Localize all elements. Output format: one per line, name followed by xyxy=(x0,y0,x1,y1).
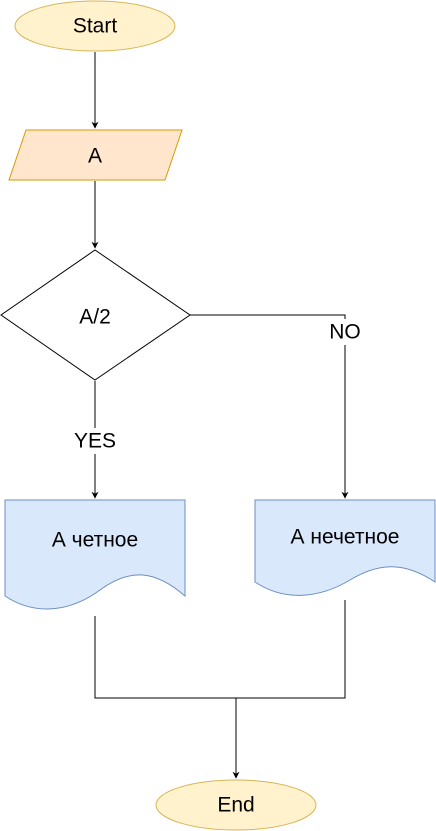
even-node: А четное xyxy=(4,499,186,610)
input-shape xyxy=(8,129,183,181)
start-shape xyxy=(14,0,176,52)
decision-node: A/2 xyxy=(0,249,191,381)
decision-shape xyxy=(0,249,191,381)
odd-label: А нечетное xyxy=(291,526,400,549)
no-label-group: NO xyxy=(325,319,365,345)
start-node: Start xyxy=(14,0,176,52)
no-label-background xyxy=(325,319,365,345)
decision-label: A/2 xyxy=(79,306,111,329)
input-node: A xyxy=(8,129,183,181)
no-label: NO xyxy=(329,321,361,344)
end-shape xyxy=(155,779,317,831)
yes-label-group: YES xyxy=(68,428,122,454)
edge-even-to-end xyxy=(94,616,240,779)
edge-odd-to-merge xyxy=(236,600,346,699)
even-label: А четное xyxy=(52,529,138,552)
odd-node: А нечетное xyxy=(254,499,436,596)
yes-label: YES xyxy=(74,430,116,453)
end-node: End xyxy=(155,779,317,831)
edge-decision-to-odd xyxy=(190,314,349,499)
even-shape xyxy=(4,499,186,610)
start-label: Start xyxy=(73,15,118,38)
end-label: End xyxy=(217,794,254,817)
input-label: A xyxy=(88,145,102,168)
odd-shape xyxy=(254,499,436,596)
yes-label-background xyxy=(68,428,122,454)
